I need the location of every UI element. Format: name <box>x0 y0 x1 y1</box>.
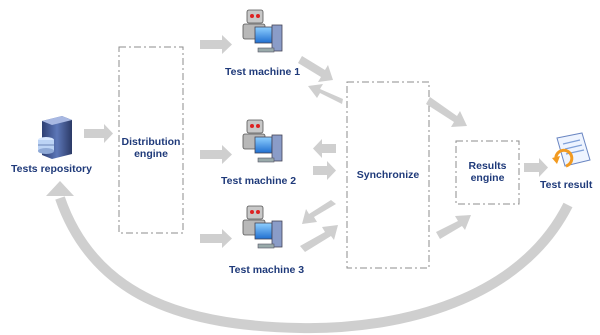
document-result-icon <box>552 132 591 168</box>
label-test-machine-3: Test machine 3 <box>229 264 305 276</box>
arrow-sync-to-results-bottom <box>436 215 471 239</box>
arrow-sync-to-machine-1 <box>308 84 343 104</box>
arrow-results-to-test-result <box>524 158 548 177</box>
label-results-engine-line2: engine <box>470 172 505 184</box>
arrow-distribution-to-machine-2 <box>200 145 232 164</box>
feedback-arc-arrowhead <box>46 181 74 196</box>
results-engine-box <box>455 140 520 205</box>
robot-computer-icon-3 <box>242 205 283 249</box>
label-test-result: Test result <box>540 179 593 191</box>
arrow-machine-3-to-sync <box>300 225 338 252</box>
synchronize-box <box>346 81 430 269</box>
database-server-icon <box>38 116 72 159</box>
arrow-sync-to-results-top <box>426 97 467 127</box>
arrow-machine-1-to-sync <box>298 56 333 82</box>
label-distribution-engine: Distribution engine <box>119 136 183 160</box>
feedback-arc <box>55 196 573 334</box>
label-results-engine: Results engine <box>456 160 519 184</box>
label-test-machine-1: Test machine 1 <box>225 66 301 78</box>
arrow-distribution-to-machine-1 <box>200 35 232 54</box>
label-distribution-engine-line1: Distribution <box>121 136 181 148</box>
distribution-engine-box <box>118 46 184 234</box>
arrow-sync-to-machine-3 <box>302 200 336 224</box>
robot-computer-icon-1 <box>242 9 283 53</box>
arrow-sync-to-machine-2 <box>313 139 336 158</box>
label-synchronize: Synchronize <box>356 169 420 181</box>
arrow-repo-to-distribution <box>84 124 113 143</box>
label-results-engine-line1: Results <box>468 160 507 172</box>
label-tests-repository: Tests repository <box>11 163 92 175</box>
label-distribution-engine-line2: engine <box>134 148 168 160</box>
robot-computer-icon-2 <box>242 119 283 163</box>
arrow-distribution-to-machine-3 <box>200 229 232 248</box>
arrow-machine-2-to-sync <box>313 161 336 180</box>
label-test-machine-2: Test machine 2 <box>221 175 297 187</box>
